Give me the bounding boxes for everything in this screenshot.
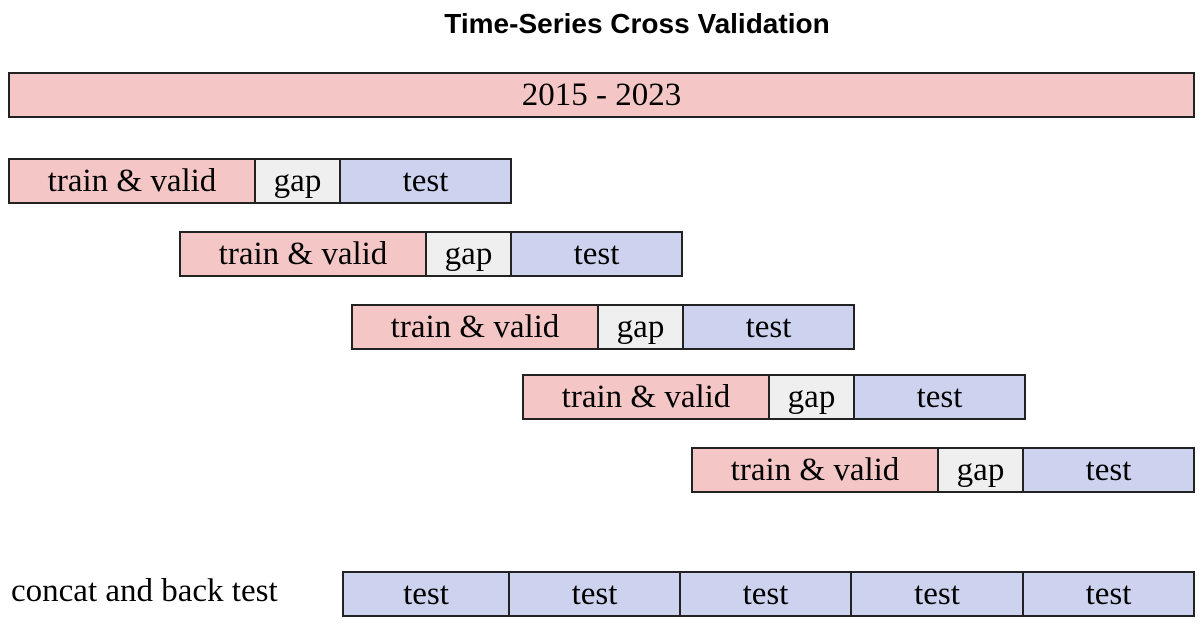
fold-1-test-label: test — [402, 162, 449, 199]
fold-2-train-segment: train & valid — [179, 231, 427, 277]
fold-4-train-label: train & valid — [561, 378, 731, 415]
full-range-bar: 2015 - 2023 — [8, 72, 1195, 118]
fold-3-test-segment: test — [682, 304, 855, 350]
fold-1-train-label: train & valid — [47, 162, 217, 199]
fold-4-test-segment: test — [853, 374, 1026, 420]
fold-2-gap-label: gap — [444, 235, 493, 272]
backtest-segment-1-label: test — [403, 575, 449, 612]
fold-1-gap-segment: gap — [254, 158, 341, 204]
diagram-title: Time-Series Cross Validation — [444, 8, 830, 39]
fold-5-train-segment: train & valid — [691, 447, 939, 493]
fold-1-test-segment: test — [339, 158, 512, 204]
backtest-segment-4: test — [850, 571, 1024, 617]
fold-2-test-segment: test — [510, 231, 683, 277]
fold-4-gap-label: gap — [787, 378, 836, 415]
backtest-segment-1: test — [342, 571, 510, 617]
fold-3-test-label: test — [745, 308, 792, 345]
fold-3-gap-label: gap — [616, 308, 665, 345]
backtest-segment-4-label: test — [914, 575, 960, 612]
backtest-segment-5-label: test — [1085, 575, 1132, 612]
fold-2-train-label: train & valid — [218, 235, 388, 272]
fold-3-train-label: train & valid — [390, 308, 560, 345]
fold-4-gap-segment: gap — [768, 374, 855, 420]
fold-5-gap-label: gap — [956, 451, 1005, 488]
fold-1-train-segment: train & valid — [8, 158, 256, 204]
fold-1-gap-label: gap — [273, 162, 322, 199]
backtest-segment-5: test — [1022, 571, 1195, 617]
fold-5-test-label: test — [1085, 451, 1132, 488]
fold-2-gap-segment: gap — [425, 231, 512, 277]
backtest-segment-3-label: test — [742, 575, 789, 612]
backtest-row-label: concat and back test — [11, 573, 278, 609]
fold-2-test-label: test — [573, 235, 620, 272]
fold-5-gap-segment: gap — [937, 447, 1024, 493]
fold-3-gap-segment: gap — [597, 304, 684, 350]
fold-3-train-segment: train & valid — [351, 304, 599, 350]
backtest-segment-3: test — [679, 571, 852, 617]
fold-4-test-label: test — [916, 378, 963, 415]
backtest-segment-2-label: test — [571, 575, 618, 612]
backtest-segment-2: test — [508, 571, 681, 617]
fold-5-test-segment: test — [1022, 447, 1195, 493]
fold-4-train-segment: train & valid — [522, 374, 770, 420]
full-range-label: 2015 - 2023 — [521, 76, 682, 113]
fold-5-train-label: train & valid — [730, 451, 900, 488]
